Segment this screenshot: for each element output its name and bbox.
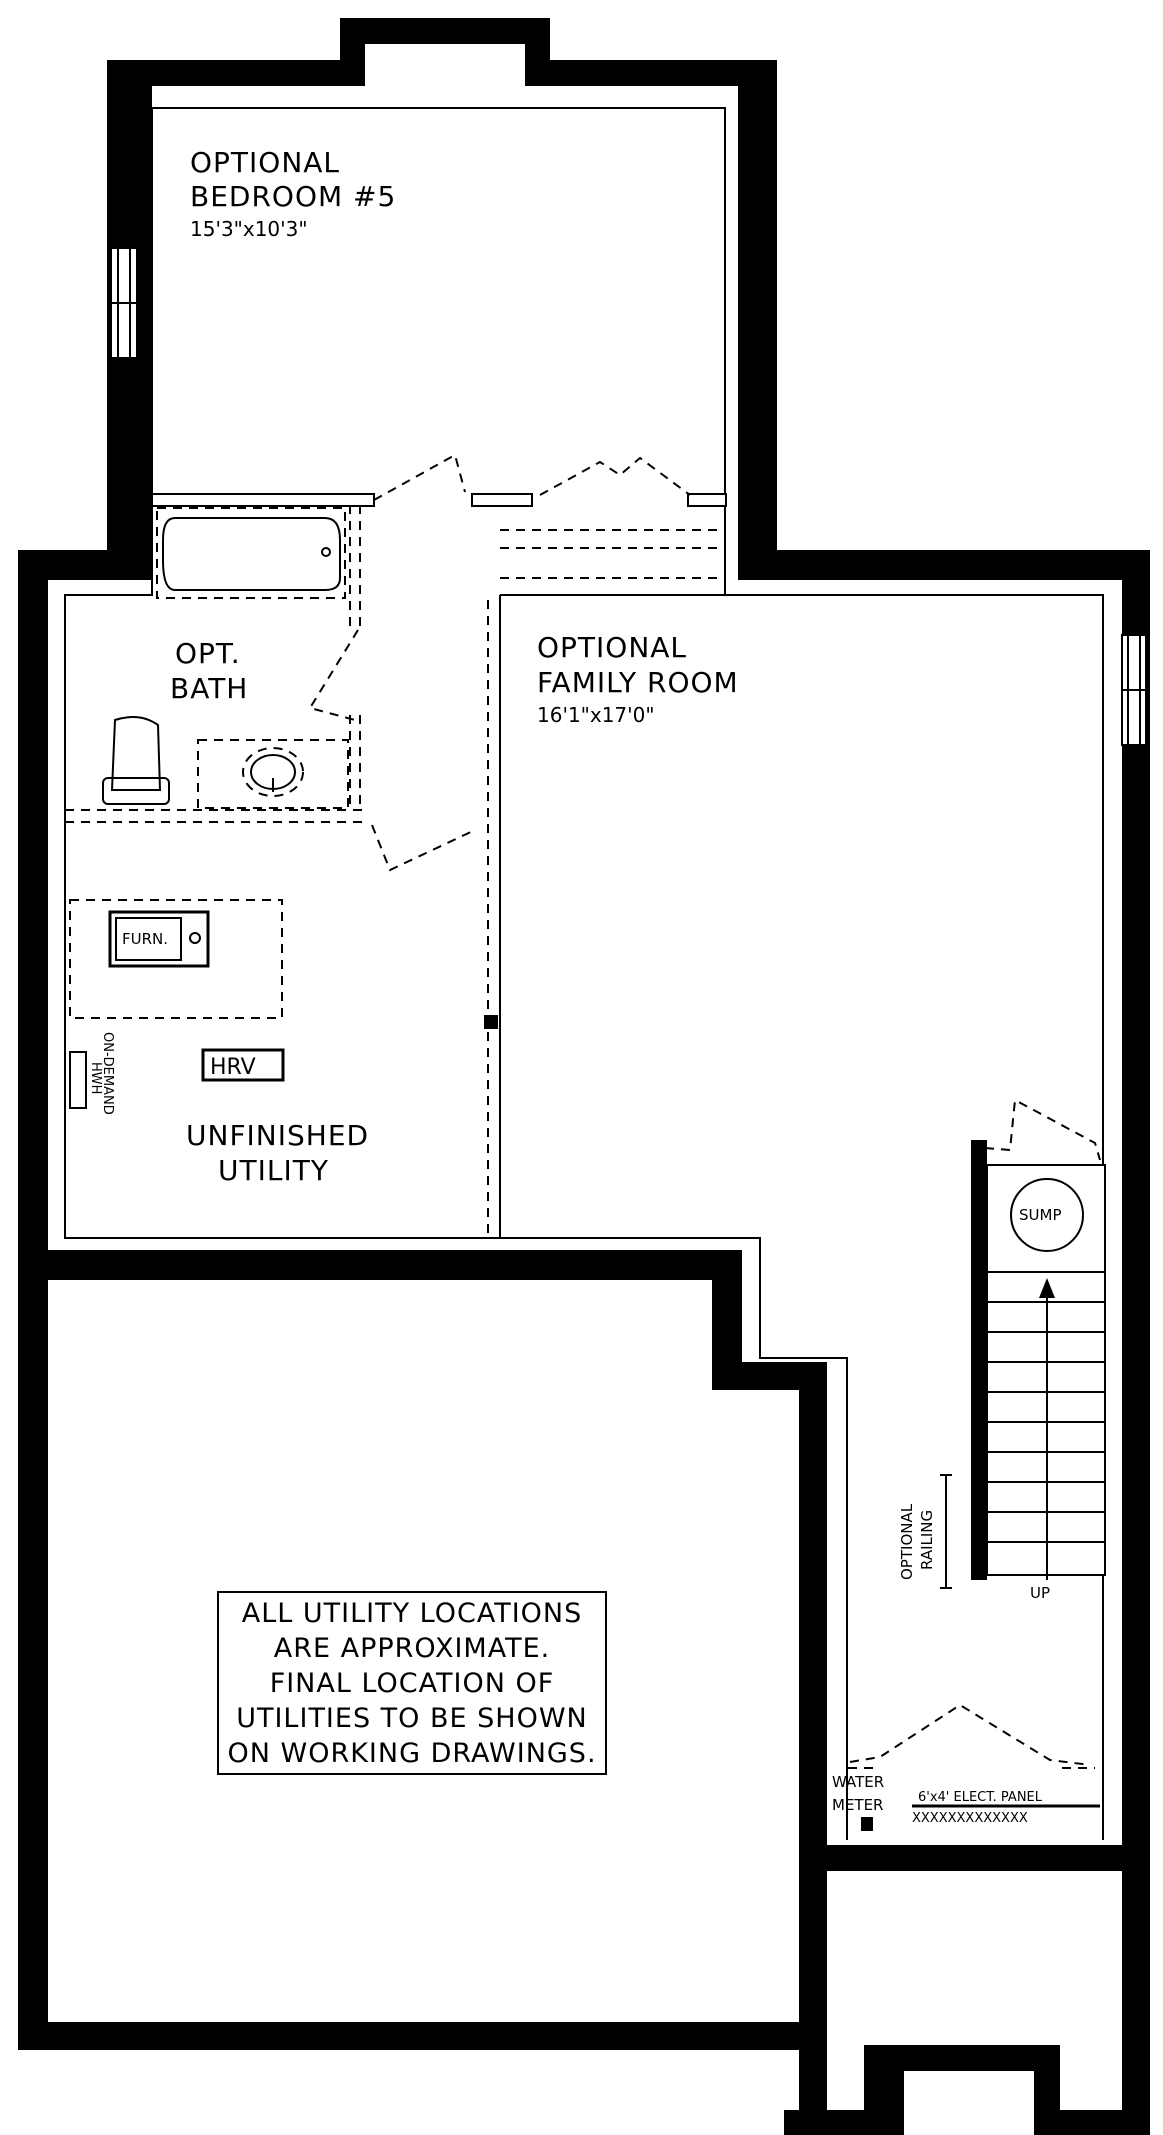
note-line-4: UTILITIES TO BE SHOWN bbox=[236, 1703, 588, 1734]
lower-door-swing bbox=[848, 1703, 1095, 1769]
bathtub bbox=[156, 507, 346, 599]
exterior-walls bbox=[18, 18, 1150, 2135]
furnace-label: FURN. bbox=[122, 930, 168, 948]
bath-label-line1: OPT. bbox=[175, 637, 241, 670]
railing-label-line2: RAILING bbox=[918, 1510, 936, 1570]
vanity bbox=[197, 739, 349, 809]
hwh-label-line2: HWH bbox=[88, 1062, 103, 1094]
hrv-unit bbox=[201, 1048, 285, 1082]
closet bbox=[500, 456, 725, 579]
sump-label: SUMP bbox=[1019, 1206, 1062, 1224]
railing bbox=[940, 1474, 952, 1589]
panel-label: 6'x4' ELECT. PANEL bbox=[918, 1790, 1043, 1805]
bedroom-label-line1: OPTIONAL bbox=[190, 146, 340, 179]
window-bedroom bbox=[110, 247, 138, 359]
stair-door-swing bbox=[984, 1098, 1101, 1161]
note-line-1: ALL UTILITY LOCATIONS bbox=[242, 1598, 583, 1629]
railing-label-line1: OPTIONAL bbox=[898, 1503, 916, 1580]
bedroom-door bbox=[373, 453, 466, 501]
note-line-3: FINAL LOCATION OF bbox=[270, 1668, 555, 1699]
stairs-up-label: UP bbox=[1030, 1584, 1050, 1602]
bath-label-line2: BATH bbox=[170, 672, 248, 705]
bedroom-front-wall bbox=[151, 493, 727, 507]
toilet bbox=[102, 715, 170, 805]
water-meter bbox=[861, 1817, 873, 1831]
utility-note-box bbox=[217, 1591, 607, 1775]
utility-label-line2: UTILITY bbox=[218, 1154, 329, 1187]
note-line-2: ARE APPROXIMATE. bbox=[274, 1633, 550, 1664]
interior-outlines bbox=[64, 107, 1104, 1840]
utility-label-line1: UNFINISHED bbox=[186, 1119, 369, 1152]
furnace-area bbox=[69, 899, 283, 1019]
panel-marks: XXXXXXXXXXXXX bbox=[912, 1811, 1028, 1826]
stairs bbox=[986, 1164, 1106, 1580]
note-line-5: ON WORKING DRAWINGS. bbox=[227, 1738, 596, 1769]
hrv-label: HRV bbox=[210, 1055, 256, 1080]
column-post bbox=[484, 1015, 498, 1029]
hwh-label-line1: ON-DEMAND bbox=[100, 1032, 115, 1115]
bedroom-size: 15'3"x10'3" bbox=[190, 217, 308, 241]
window-family bbox=[1121, 634, 1147, 746]
family-label-line1: OPTIONAL bbox=[537, 631, 687, 664]
family-size: 16'1"x17'0" bbox=[537, 703, 655, 727]
family-label-line2: FAMILY ROOM bbox=[537, 666, 739, 699]
water-meter-label-line2: METER bbox=[832, 1796, 883, 1814]
water-heater bbox=[69, 1051, 87, 1109]
dashed-partitions bbox=[65, 505, 501, 1238]
water-meter-label-line1: WATER bbox=[832, 1773, 884, 1791]
bedroom-label-line2: BEDROOM #5 bbox=[190, 180, 396, 213]
